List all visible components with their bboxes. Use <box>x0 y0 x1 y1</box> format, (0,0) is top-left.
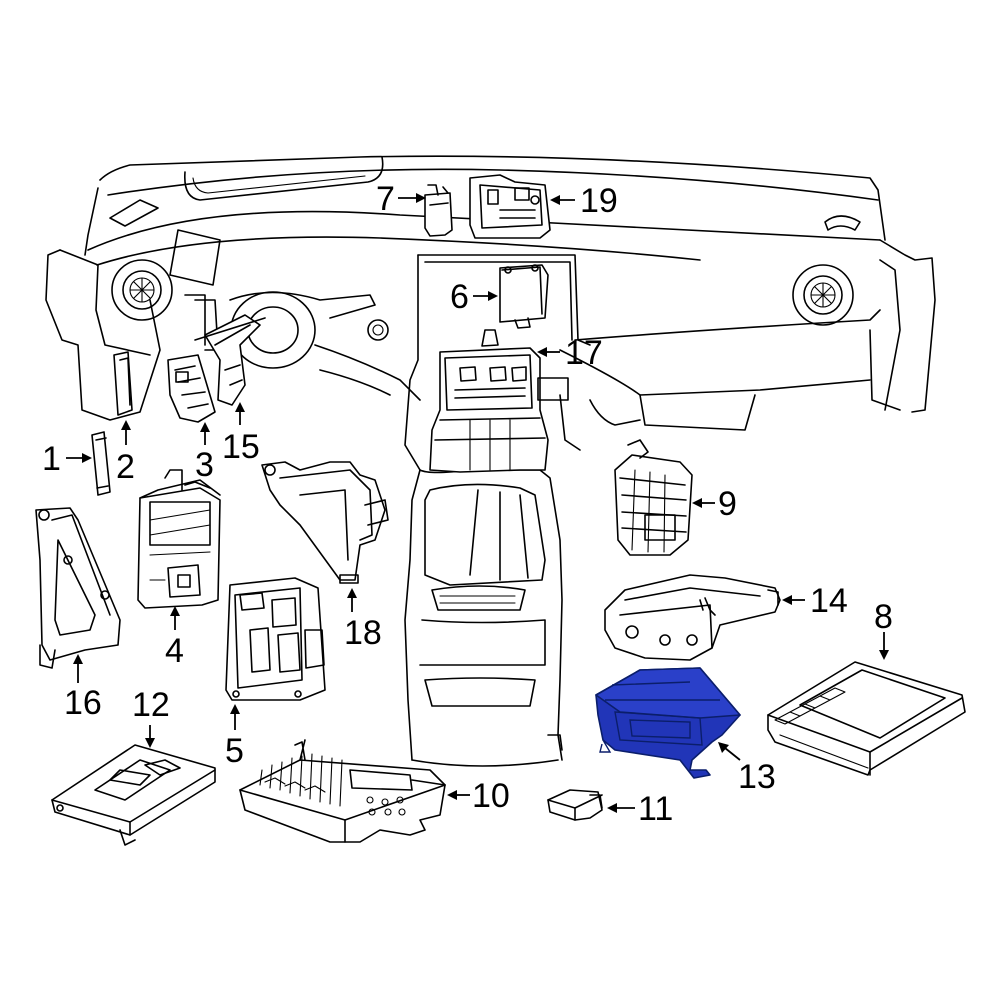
callout-17: 17 <box>565 334 603 372</box>
part-5-control-module <box>225 577 326 701</box>
part-9-control-module <box>614 439 693 556</box>
callout-19: 19 <box>580 182 618 220</box>
part-16-bracket <box>35 507 121 669</box>
callout-13: 13 <box>738 758 776 796</box>
callout-11: 11 <box>638 790 673 828</box>
callout-2: 2 <box>116 448 135 486</box>
callout-arrows <box>66 193 889 813</box>
part-18-bracket <box>261 461 389 584</box>
part-8-display-module <box>767 661 966 776</box>
callout-6: 6 <box>450 278 469 316</box>
callout-1: 1 <box>42 440 61 478</box>
callout-9: 9 <box>718 485 737 523</box>
callout-3: 3 <box>195 446 214 484</box>
part-4-control-unit <box>137 469 221 609</box>
callout-10: 10 <box>472 777 510 815</box>
part-17-fuse-relay-box <box>429 329 569 473</box>
callout-7: 7 <box>376 180 395 218</box>
part-3-switch-assembly <box>167 354 216 423</box>
part-1-module <box>91 431 111 496</box>
part-12-control-module <box>51 744 216 846</box>
callout-8: 8 <box>874 598 893 636</box>
callout-labels: 1 2 3 4 5 6 7 8 9 10 11 12 13 14 15 16 1… <box>42 180 893 828</box>
part-13-highlighted-module <box>595 667 741 779</box>
part-6-sensor-module <box>499 264 549 329</box>
callout-4: 4 <box>165 632 184 670</box>
callout-12: 12 <box>132 686 170 724</box>
dashboard-assembly <box>45 155 936 767</box>
part-14-housing-tray <box>604 574 781 661</box>
callout-16: 16 <box>64 684 102 722</box>
part-15-bracket <box>194 314 266 406</box>
part-10-fuse-box <box>239 739 446 843</box>
part-11-connector <box>547 789 603 821</box>
part-19-module-bracket <box>469 174 551 239</box>
callout-15: 15 <box>222 428 260 466</box>
callout-18: 18 <box>344 614 382 652</box>
part-2-module <box>113 351 133 416</box>
part-7-bracket <box>424 184 453 237</box>
callout-5: 5 <box>225 732 244 770</box>
callout-14: 14 <box>810 582 848 620</box>
